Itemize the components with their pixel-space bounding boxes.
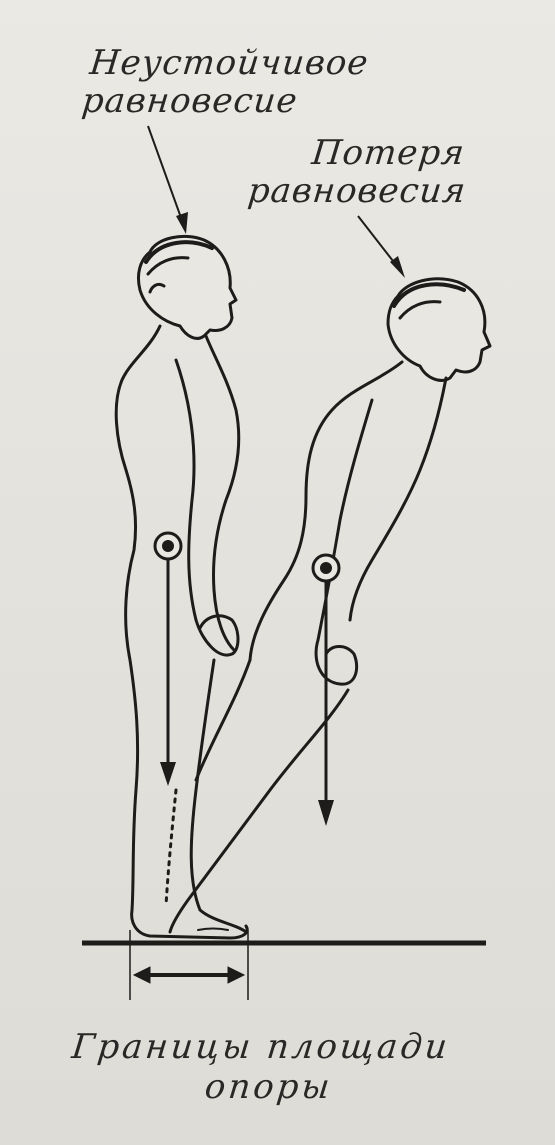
center-of-gravity-standing [155, 533, 181, 559]
center-of-gravity-leaning [313, 555, 339, 581]
gravity-arrow-leaning [318, 582, 334, 826]
pointer-arrow-unstable [148, 126, 188, 234]
gravity-arrow-standing [160, 560, 176, 786]
pointer-arrow-loss [358, 216, 405, 278]
standing-figure [116, 236, 247, 938]
